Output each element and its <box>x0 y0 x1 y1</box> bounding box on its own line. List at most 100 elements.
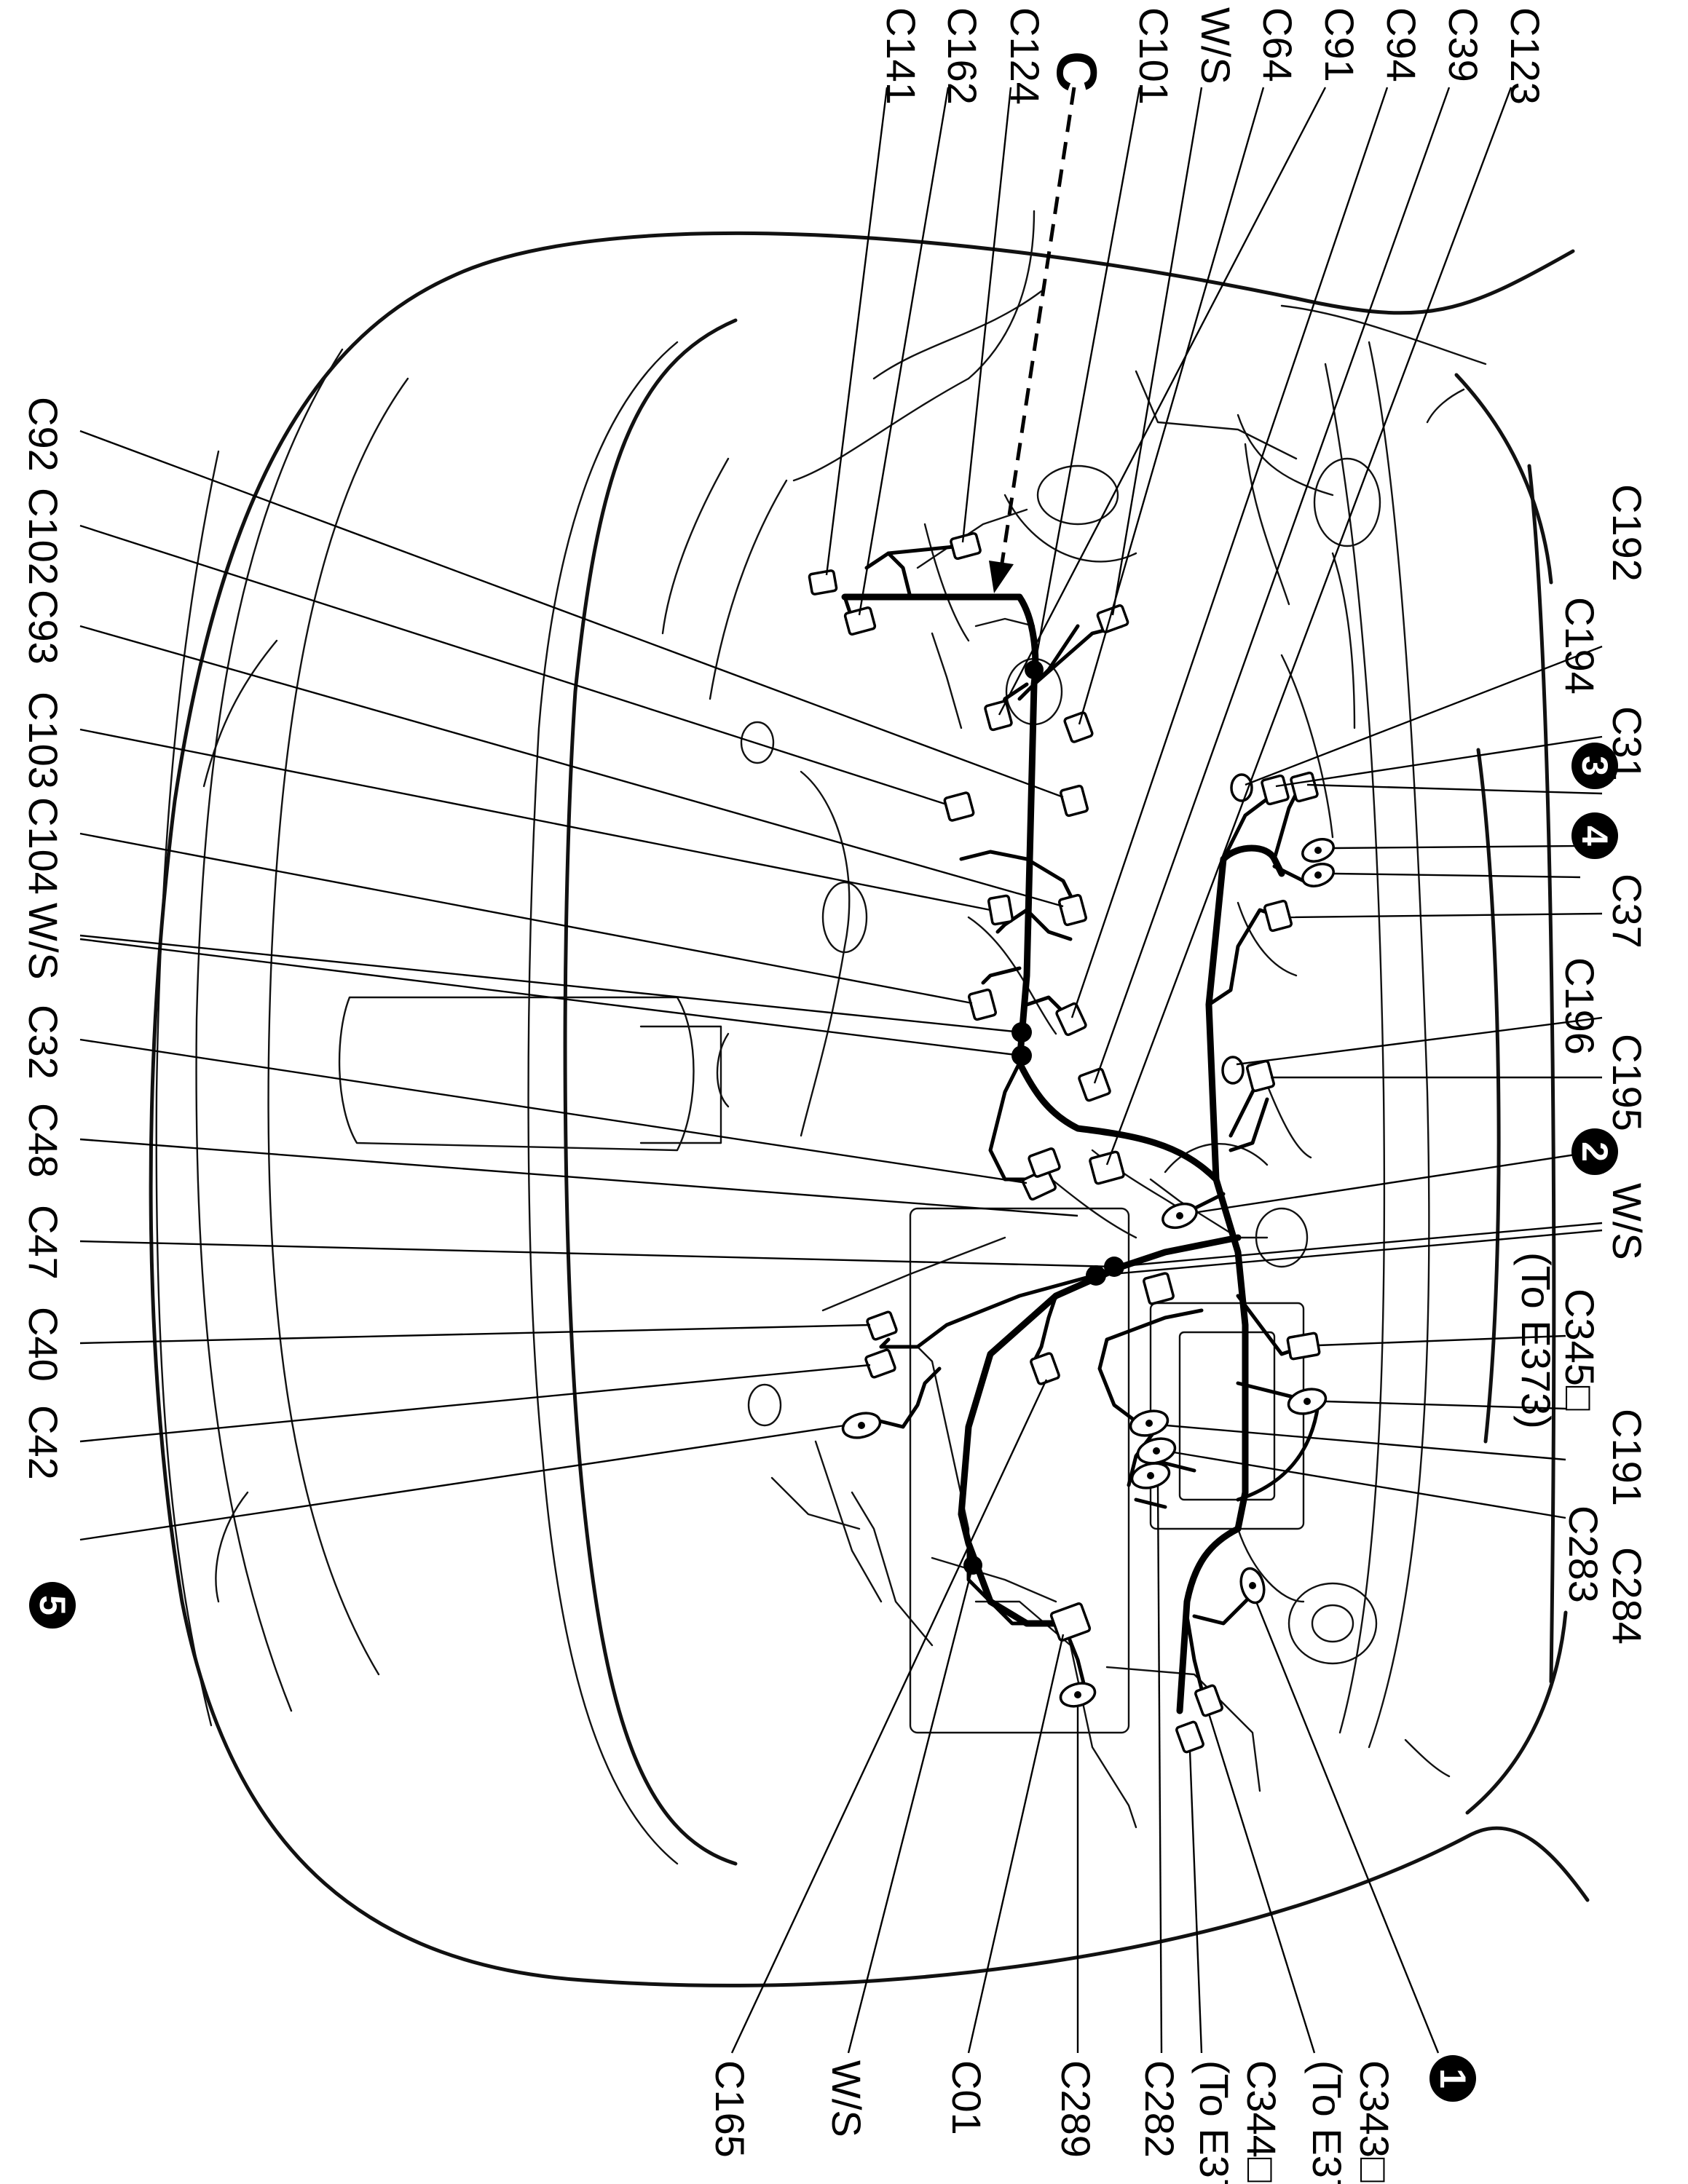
connector-C40 <box>864 1348 896 1379</box>
badge-3: 3 <box>1571 743 1618 789</box>
connector-C42 <box>841 1412 882 1439</box>
ground-1 <box>1239 1567 1266 1605</box>
ground-2 <box>1162 1202 1198 1230</box>
connector-C141 <box>808 569 838 596</box>
label-C93: C93 <box>20 590 66 665</box>
label-C191: C191 <box>1604 1409 1650 1506</box>
leader-lines <box>79 87 1603 2054</box>
label-C101: C101 <box>1131 7 1177 105</box>
connector-C289 <box>1059 1682 1097 1708</box>
connector-C104 <box>968 988 997 1021</box>
connector-C47 <box>866 1310 898 1341</box>
label-W-S-bottom: W/S <box>824 2060 869 2137</box>
label-C345: C345□ <box>1557 1289 1603 1411</box>
connector-C162 <box>843 606 877 636</box>
connector-C01 <box>1049 1602 1092 1642</box>
labels-right: C192 C194 C31 C37 C196 C195 W/S C345□ (T… <box>1513 484 1650 1645</box>
connector-C165 <box>1030 1352 1060 1385</box>
label-W-S-right: W/S <box>1604 1183 1650 1260</box>
label-C92: C92 <box>20 397 66 472</box>
label-C165: C165 <box>707 2060 753 2158</box>
ground-3 <box>1301 838 1335 863</box>
connector-C345 <box>1286 1332 1321 1361</box>
connector-C92 <box>1060 784 1089 818</box>
label-C196: C196 <box>1557 957 1603 1055</box>
connector-C48 <box>1028 1147 1061 1178</box>
label-C42: C42 <box>20 1405 66 1480</box>
badge-2: 2 <box>1571 1128 1618 1175</box>
connector-C39 <box>1078 1067 1111 1102</box>
badge-5: 5 <box>29 1582 76 1629</box>
vehicle-body-outline <box>149 210 1590 1987</box>
connector-C283 <box>1129 1409 1170 1437</box>
svg-text:1: 1 <box>1432 2068 1473 2089</box>
label-C37: C37 <box>1604 874 1650 949</box>
badges: 1 2 3 4 5 <box>29 743 1618 2102</box>
connector-C194 <box>1261 774 1290 806</box>
label-C195: C195 <box>1604 1034 1650 1131</box>
connector-C284 <box>1136 1437 1177 1465</box>
label-W-S-top: W/S <box>1193 7 1239 84</box>
connector-C93 <box>1058 893 1087 927</box>
connectors <box>808 531 1335 1754</box>
label-W-S-left: W/S <box>20 903 66 980</box>
label-C32: C32 <box>20 1005 66 1080</box>
label-C283: C283 <box>1561 1506 1606 1603</box>
label-C102: C102 <box>20 488 66 585</box>
label-C124: C124 <box>1002 7 1048 105</box>
label-C91: C91 <box>1317 7 1362 82</box>
label-C47: C47 <box>20 1205 66 1280</box>
label-C103: C103 <box>20 692 66 789</box>
label-C345-target: (To E373) <box>1513 1252 1559 1429</box>
label-C282: C282 <box>1137 2060 1183 2158</box>
badge-1: 1 <box>1429 2055 1476 2102</box>
connector-C124 <box>950 531 982 561</box>
label-C344-target: (To E372) <box>1191 2060 1237 2184</box>
label-C194: C194 <box>1557 597 1603 695</box>
label-view-C: C <box>1045 51 1109 92</box>
svg-text:5: 5 <box>32 1595 73 1615</box>
labels-top: C141 C162 C124 C101 W/S C64 C91 C94 C39 … <box>878 7 1548 105</box>
connector-C102 <box>943 791 975 822</box>
connector-C343 <box>1194 1684 1223 1717</box>
connector-C101 <box>1096 604 1129 633</box>
connector-C103 <box>987 894 1014 926</box>
label-C39: C39 <box>1440 7 1486 82</box>
label-C94: C94 <box>1379 7 1424 82</box>
label-C40: C40 <box>20 1307 66 1382</box>
connector-C94 <box>1055 1002 1087 1037</box>
label-C64: C64 <box>1255 7 1301 82</box>
connector-C191 <box>1287 1388 1328 1415</box>
labels-bottom: C165 W/S C01 C289 C282 C344□ (To E372) C… <box>707 2060 1397 2184</box>
connector-C64 <box>1063 711 1094 743</box>
connector-C37 <box>1263 899 1293 933</box>
label-C141: C141 <box>878 7 924 105</box>
svg-text:2: 2 <box>1574 1142 1615 1162</box>
connector-C165-block <box>1143 1272 1175 1305</box>
label-C01: C01 <box>944 2060 990 2135</box>
connector-C91 <box>984 700 1013 732</box>
view-marker-c <box>989 87 1076 593</box>
label-C162: C162 <box>939 7 985 105</box>
battery-outline <box>909 1207 1130 1734</box>
badge-4: 4 <box>1571 812 1618 859</box>
label-C284: C284 <box>1604 1547 1650 1645</box>
label-C192: C192 <box>1604 484 1650 582</box>
label-C344: C344□ <box>1239 2060 1285 2183</box>
fuse-box-outline <box>1149 1302 1305 1530</box>
svg-text:3: 3 <box>1574 756 1615 776</box>
cowl-vent-outline <box>338 996 695 1152</box>
connector-C195 <box>1246 1059 1275 1093</box>
connector-C31 <box>1290 771 1319 803</box>
connector-C123 <box>1089 1150 1125 1185</box>
connector-C344 <box>1175 1720 1204 1754</box>
label-C289: C289 <box>1053 2060 1099 2158</box>
labels-left: C92 C102 C93 C103 C104 W/S C32 C48 C47 C… <box>20 397 66 1480</box>
label-C123: C123 <box>1502 7 1548 105</box>
label-C343: C343□ <box>1352 2060 1397 2183</box>
ground-4 <box>1301 863 1335 887</box>
splice-points <box>963 660 1124 1575</box>
label-C343-target: (To E371) <box>1304 2060 1350 2184</box>
connector-C282 <box>1130 1462 1171 1489</box>
